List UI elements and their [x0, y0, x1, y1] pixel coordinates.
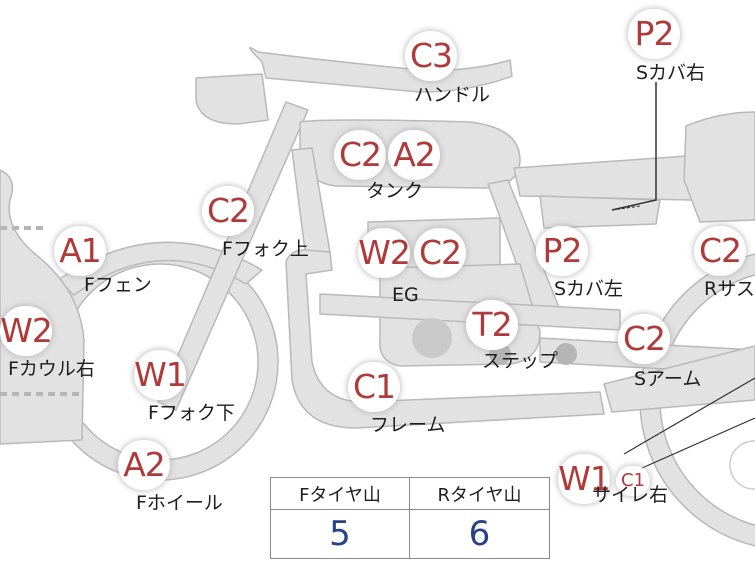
label-front-fork-lower: Fフォク下: [148, 402, 235, 424]
label-front-fork-upper: Fフォク上: [222, 238, 309, 260]
label-muffler-right: サイレ右: [592, 484, 669, 506]
front-tire-header: Fタイヤ山: [271, 478, 410, 510]
marker-muffler-c1: C1: [616, 466, 650, 496]
marker-frame: C1: [348, 362, 400, 412]
marker-side-cover-left: P2: [536, 226, 588, 276]
marker-front-fender: A1: [54, 226, 106, 276]
leader-scover-right: [611, 82, 657, 211]
side-cover: [539, 195, 661, 229]
handlebar: [249, 47, 513, 93]
marker-front-fork-lower: W1: [134, 350, 187, 400]
marker-front-cowl-right: W2: [0, 306, 53, 356]
marker-engine-w2: W2: [358, 228, 411, 278]
muffler: [603, 345, 755, 413]
label-tank: タンク: [366, 180, 424, 202]
marker-offscreen-c: [729, 440, 755, 490]
label-rear-suspension: Rサス: [704, 278, 755, 300]
marker-engine-c2: C2: [414, 228, 466, 278]
marker-swing-arm: C2: [618, 314, 670, 364]
marker-tank-c2: C2: [334, 130, 386, 180]
marker-rear-suspension: C2: [694, 226, 746, 276]
leader-muffler-2: [623, 417, 755, 477]
label-side-cover-left: Sカバ左: [554, 278, 624, 300]
label-front-wheel: Fホイール: [136, 492, 223, 514]
rear-tire-value: 6: [468, 514, 491, 554]
label-step: ステップ: [482, 350, 559, 372]
engine-cover-circle: [412, 318, 452, 358]
label-frame: フレーム: [370, 414, 446, 436]
tire-tread-table: Fタイヤ山 Rタイヤ山 5 6: [270, 477, 550, 559]
label-front-fender: Fフェン: [84, 274, 152, 296]
marker-muffler-w1: W1: [558, 454, 611, 504]
leader-muffler-1: [623, 377, 755, 455]
rear-tire-header: Rタイヤ山: [410, 478, 549, 510]
marker-tank-a2: A2: [388, 130, 440, 180]
frame-lower-loop: [285, 249, 605, 429]
marker-handle: C3: [405, 31, 457, 81]
label-swing-arm: Sアーム: [634, 368, 702, 390]
marker-step: T2: [466, 300, 518, 350]
label-engine: EG: [392, 284, 419, 306]
headlight: [195, 73, 269, 125]
label-handle: ハンドル: [414, 84, 491, 106]
front-cowl: [0, 169, 85, 445]
marker-front-wheel: A2: [118, 440, 170, 490]
marker-side-cover-right: P2: [628, 9, 680, 59]
label-front-cowl-right: Fカウル右: [8, 358, 95, 380]
rear-cowl: [683, 111, 755, 223]
step-peg-right: [555, 343, 577, 365]
front-fender: [57, 241, 263, 296]
marker-front-fork-upper: C2: [202, 186, 254, 236]
label-side-cover-right: Sカバ右: [636, 62, 706, 84]
front-tire-value: 5: [271, 510, 410, 558]
